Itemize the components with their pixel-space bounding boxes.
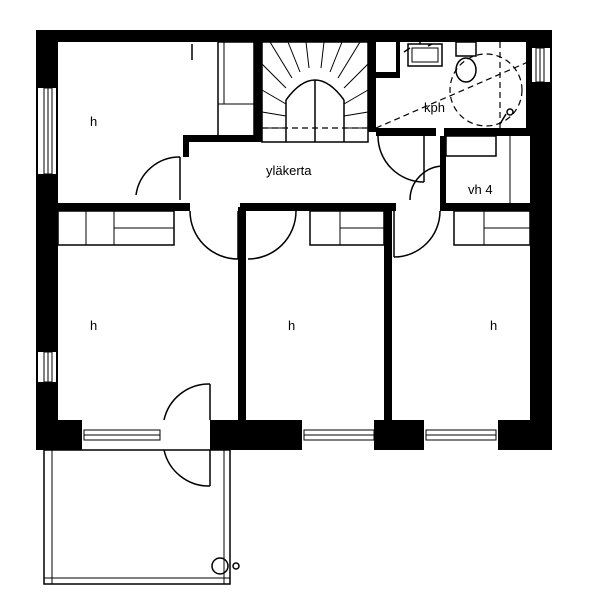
windows — [43, 47, 545, 441]
bathroom-fixtures — [375, 41, 529, 129]
room-label-bedroom-top-left: h — [90, 114, 97, 129]
balcony — [43, 449, 240, 585]
door-swings — [135, 135, 445, 487]
outer-walls — [36, 30, 552, 450]
room-label-hall: yläkerta — [266, 163, 312, 178]
wardrobes — [57, 41, 531, 246]
room-label-bathroom: kph — [424, 100, 445, 115]
room-label-bedroom-left: h — [90, 318, 97, 333]
room-label-bedroom-middle: h — [288, 318, 295, 333]
staircase — [261, 41, 369, 143]
interior-walls — [58, 42, 532, 420]
room-label-bedroom-right: h — [490, 318, 497, 333]
room-label-closet: vh 4 — [468, 182, 493, 197]
